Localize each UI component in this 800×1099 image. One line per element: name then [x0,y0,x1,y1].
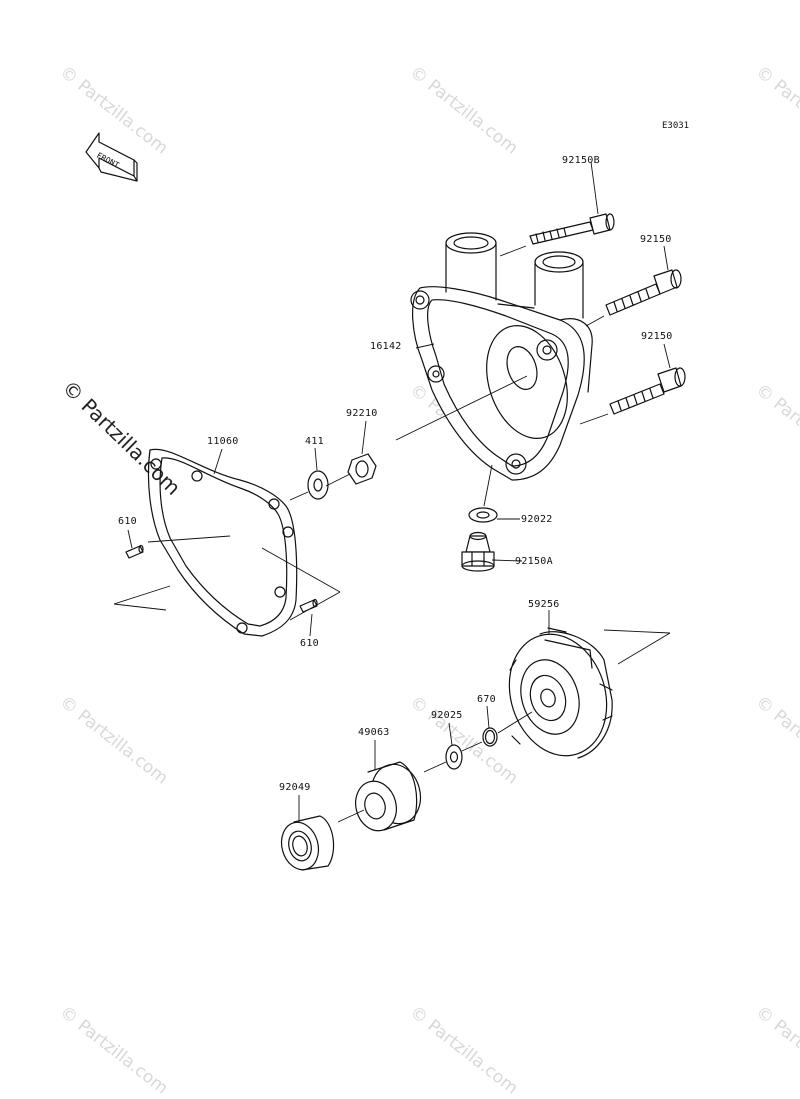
bolt-92150-upper [605,269,682,316]
bolt-92150-lower [609,367,686,415]
callout-49063: 49063 [358,727,390,738]
callout-670: 670 [477,694,496,705]
callout-92150-upper: 92150 [640,234,672,245]
callout-92150B: 92150B [562,155,600,166]
o-ring-670 [482,727,498,747]
washer-92025 [445,744,463,770]
washer-92022 [468,507,498,523]
callout-92150-lower: 92150 [641,331,673,342]
callout-92022: 92022 [521,514,553,525]
callout-16142: 16142 [370,341,402,352]
callout-411: 411 [305,436,324,447]
impeller-59256 [508,627,613,759]
callout-92150A: 92150A [515,556,553,567]
callout-92049: 92049 [279,782,311,793]
gasket-11060 [147,448,298,637]
diagram-code: E3031 [662,121,690,131]
washer-411 [307,470,329,500]
nut-92210 [347,453,377,485]
callout-610-left: 610 [118,516,137,527]
oil-seal-92049 [280,815,335,871]
dowel-pin-610-left [125,544,144,559]
callout-92210: 92210 [346,408,378,419]
callout-59256: 59256 [528,599,560,610]
exploded-parts-diagram: FRONT [85,132,686,871]
callout-92025: 92025 [431,710,463,721]
mechanical-seal-49063 [355,761,422,832]
front-arrow-icon [85,132,138,182]
drain-bolt-92150A [461,531,495,572]
callout-610-right: 610 [300,638,319,649]
callout-11060: 11060 [207,436,239,447]
bolt-92150B [529,213,615,245]
pump-cover-housing [410,232,593,481]
